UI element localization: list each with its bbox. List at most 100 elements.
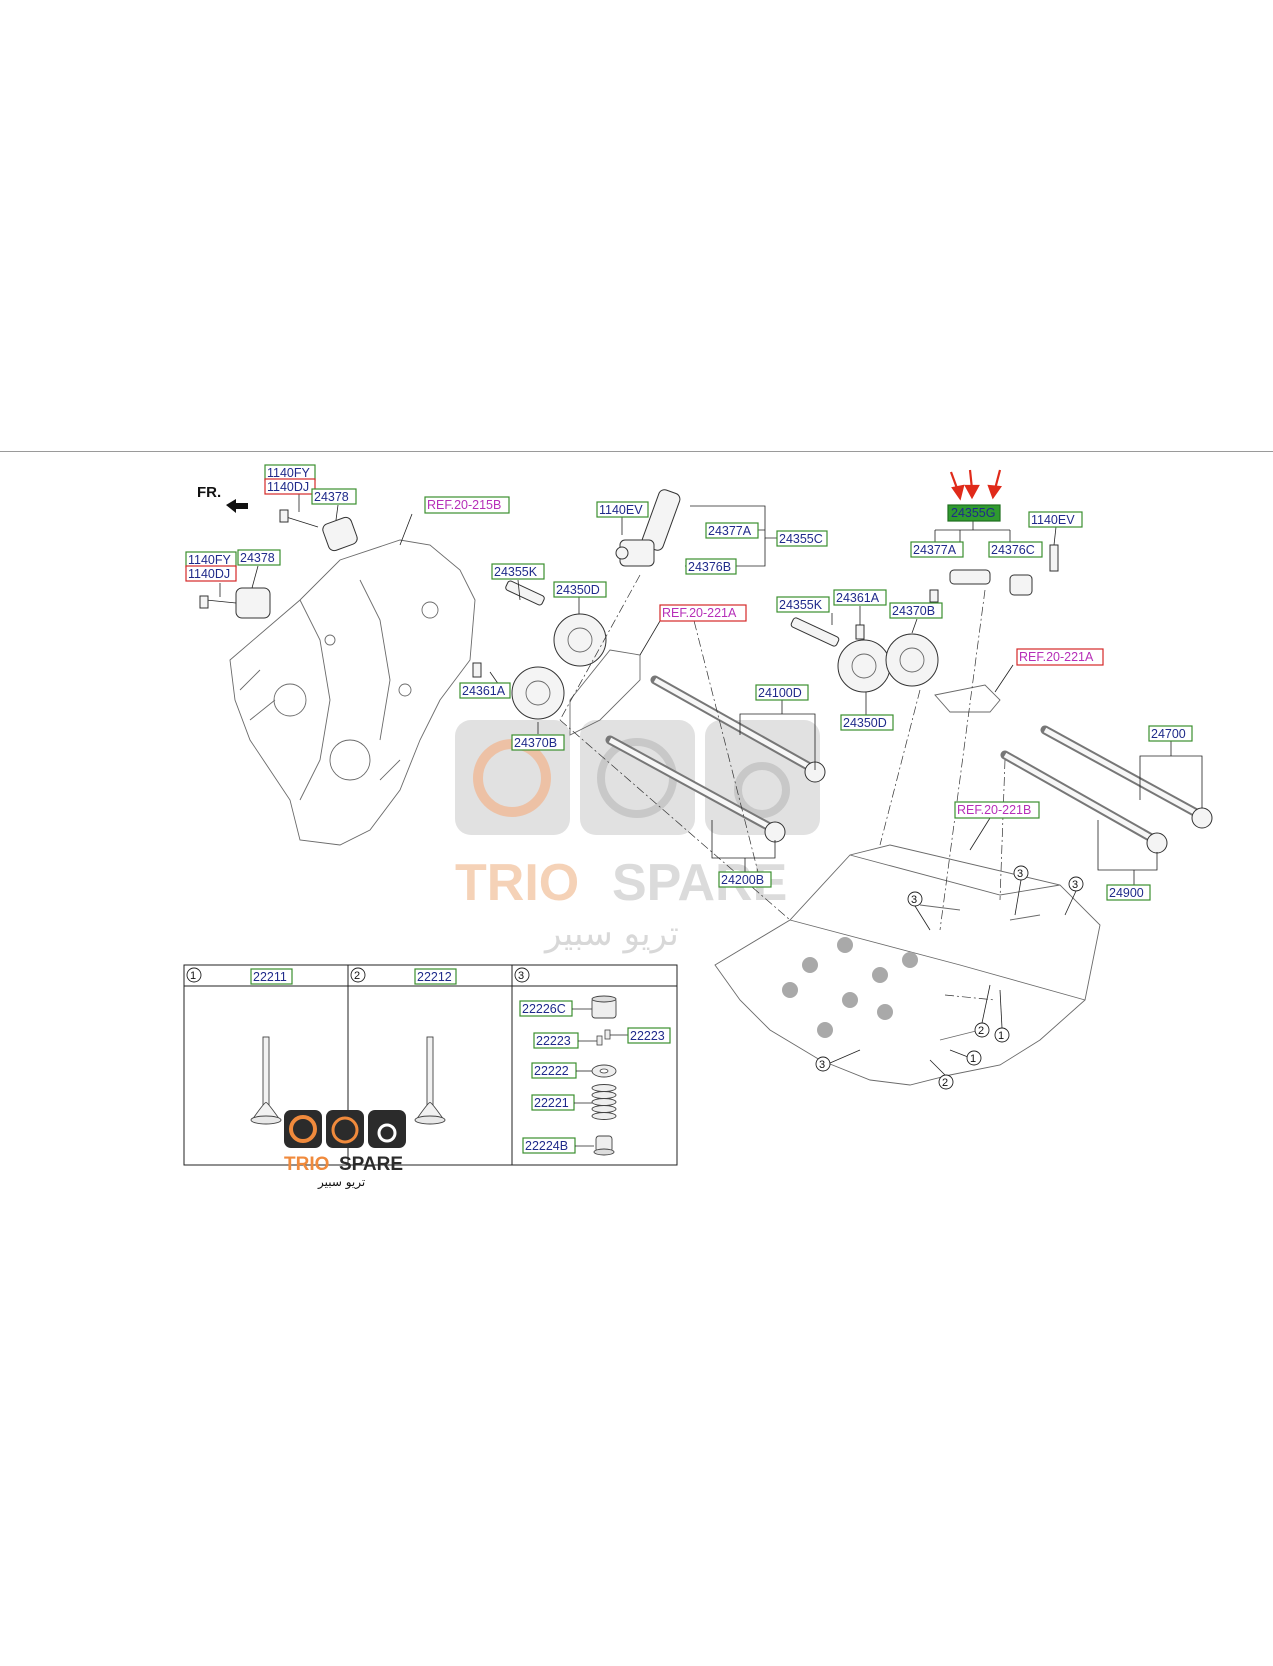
callout-1: 1 xyxy=(998,1030,1004,1042)
callout-3: 3 xyxy=(819,1059,825,1071)
label-box xyxy=(685,558,737,575)
ref-label-20-221a-a[interactable]: REF.20-221A xyxy=(662,606,737,620)
callout-3: 3 xyxy=(911,894,917,906)
logo-brand-2: SPARE xyxy=(339,1154,403,1175)
part-label-24370b-a[interactable]: 24370B xyxy=(514,736,557,750)
page-divider-line xyxy=(0,451,1273,452)
valve-lifter-icon xyxy=(591,995,617,1019)
logo-gauge-icon xyxy=(331,1116,359,1144)
part-label-1140dj-a[interactable]: 1140DJ xyxy=(267,480,309,494)
callout-circle xyxy=(815,1056,831,1072)
part-label-24376b[interactable]: 24376B xyxy=(688,560,731,574)
label-box xyxy=(840,714,894,731)
part-label-24376c[interactable]: 24376C xyxy=(991,543,1035,557)
part-label-22212[interactable]: 22212 xyxy=(417,970,452,984)
callout-circle xyxy=(938,1074,954,1090)
label-box xyxy=(264,478,316,495)
watermark-brand-1: TRIO xyxy=(455,854,579,912)
callout-circle xyxy=(966,1050,982,1066)
camshafts-right-bank xyxy=(1000,725,1213,854)
ref-label-20-215b[interactable]: REF.20-215B xyxy=(427,498,501,512)
ref-label-20-221a-b[interactable]: REF.20-221A xyxy=(1019,650,1094,664)
part-label-24361a-a[interactable]: 24361A xyxy=(462,684,506,698)
retainer-lock-icon xyxy=(604,1029,611,1040)
cvvt-left-bank xyxy=(472,580,641,736)
cylinder-head-sketch xyxy=(714,844,1101,1086)
part-label-1140fy-b[interactable]: 1140FY xyxy=(188,553,232,567)
label-box xyxy=(522,1137,576,1154)
callout-3: 3 xyxy=(1017,868,1023,880)
label-box xyxy=(755,684,809,701)
front-orientation-marker: FR. xyxy=(197,484,248,513)
table-col2-number: 2 xyxy=(354,970,360,982)
part-label-22223-a[interactable]: 22223 xyxy=(536,1034,571,1048)
label-box xyxy=(511,734,565,751)
part-label-22226c[interactable]: 22226C xyxy=(522,1002,566,1016)
callout-3: 3 xyxy=(1072,879,1078,891)
callout-2: 2 xyxy=(942,1077,948,1089)
spring-retainer-icon xyxy=(591,1064,617,1078)
part-label-22221[interactable]: 22221 xyxy=(534,1096,569,1110)
part-label-22224b[interactable]: 22224B xyxy=(525,1139,568,1153)
part-label-24377a-b[interactable]: 24377A xyxy=(913,543,957,557)
valve-parts-table: 1 22211 2 22212 3 22226C 22223 xyxy=(183,964,678,1166)
cam-sensor-lower xyxy=(199,587,271,619)
part-label-24700[interactable]: 24700 xyxy=(1151,727,1186,741)
callout-2: 2 xyxy=(978,1025,984,1037)
part-label-1140fy-a[interactable]: 1140FY xyxy=(267,466,311,480)
callout-circle xyxy=(994,1027,1010,1043)
table-callout-circle xyxy=(186,967,202,983)
label-box xyxy=(553,581,607,598)
trio-spare-logo: TRIO SPARE تريو سبير xyxy=(284,1110,406,1190)
fr-label: FR. xyxy=(197,484,221,501)
part-label-24350d-a[interactable]: 24350D xyxy=(556,583,600,597)
bolt-icon xyxy=(1049,544,1059,572)
label-box-highlighted xyxy=(947,504,1001,522)
label-box xyxy=(1028,511,1083,528)
label-box xyxy=(659,604,747,622)
label-box xyxy=(491,563,545,580)
label-box xyxy=(889,602,943,619)
part-label-24355k-a[interactable]: 24355K xyxy=(494,565,538,579)
label-box xyxy=(1148,725,1193,742)
part-label-24378-b[interactable]: 24378 xyxy=(240,551,275,565)
part-label-24378-a[interactable]: 24378 xyxy=(314,490,349,504)
ocv-right-bank xyxy=(929,544,1059,603)
label-box xyxy=(718,871,772,888)
watermark: TRIO SPARE تريو سبير xyxy=(455,720,820,954)
table-callout-circle xyxy=(514,967,530,983)
logo-brand-1: TRIO xyxy=(284,1154,329,1175)
part-label-1140dj-b[interactable]: 1140DJ xyxy=(188,567,230,581)
part-label-24355k-b[interactable]: 24355K xyxy=(779,598,823,612)
bolt-icon xyxy=(279,509,289,523)
part-label-24361a-b[interactable]: 24361A xyxy=(836,591,880,605)
watermark-arabic: تريو سبير xyxy=(543,914,679,954)
part-label-22223-b[interactable]: 22223 xyxy=(630,1029,665,1043)
label-box xyxy=(776,530,828,547)
label-box xyxy=(705,522,759,539)
part-label-24200b[interactable]: 24200B xyxy=(721,873,764,887)
part-label-22222[interactable]: 22222 xyxy=(534,1064,569,1078)
part-label-24377a-a[interactable]: 24377A xyxy=(708,524,752,538)
timing-cover-sketch xyxy=(229,539,476,846)
callout-1: 1 xyxy=(970,1053,976,1065)
table-callout-circle xyxy=(350,967,366,983)
label-box xyxy=(531,1094,575,1111)
part-label-24370b-b[interactable]: 24370B xyxy=(892,604,935,618)
part-label-24100d[interactable]: 24100D xyxy=(758,686,802,700)
label-box xyxy=(596,501,649,518)
label-box xyxy=(1016,648,1104,666)
bolt-icon xyxy=(472,662,482,678)
part-label-24355g[interactable]: 24355G xyxy=(951,506,995,520)
part-label-24900[interactable]: 24900 xyxy=(1109,886,1144,900)
part-label-1140ev-a[interactable]: 1140EV xyxy=(599,503,643,517)
label-box xyxy=(185,565,237,582)
attention-arrows xyxy=(949,469,1002,501)
table-col1-number: 1 xyxy=(190,970,196,982)
part-label-1140ev-b[interactable]: 1140EV xyxy=(1031,513,1075,527)
logo-tile-3 xyxy=(368,1110,406,1148)
ref-label-20-221b[interactable]: REF.20-221B xyxy=(957,803,1031,817)
part-label-22211[interactable]: 22211 xyxy=(253,970,287,984)
part-label-24355c[interactable]: 24355C xyxy=(779,532,823,546)
part-label-24350d-b[interactable]: 24350D xyxy=(843,716,887,730)
